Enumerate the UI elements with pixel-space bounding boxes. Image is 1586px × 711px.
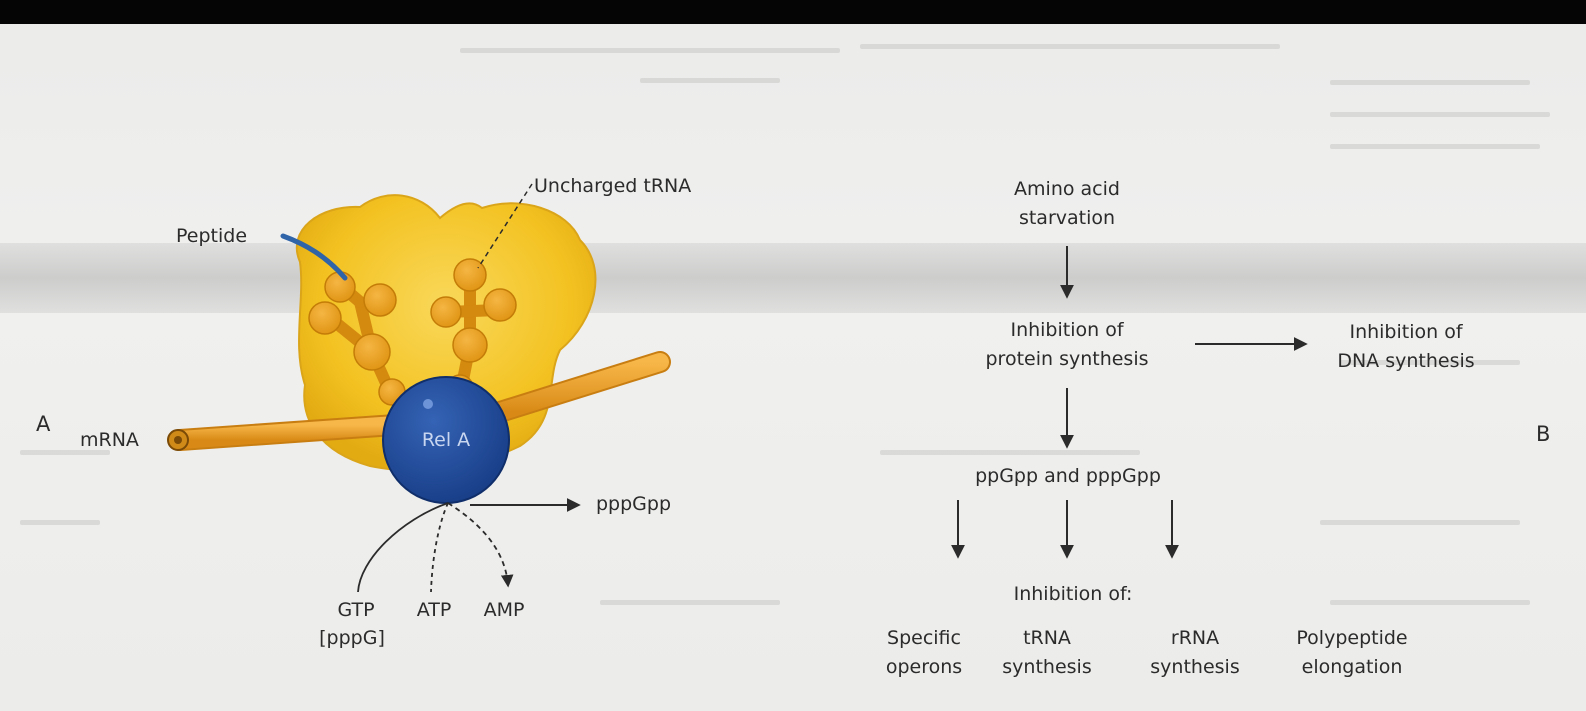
alarmones-label: ppGpp and pppGpp xyxy=(975,464,1161,488)
target-trna-synthesis-line1: tRNA xyxy=(1023,626,1071,650)
mrna-label: mRNA xyxy=(80,428,139,452)
atp-label: ATP xyxy=(417,598,452,622)
rela-label: Rel A xyxy=(422,428,470,452)
inhibition-of-label: Inhibition of: xyxy=(1014,582,1133,606)
target-trna-synthesis-line2: synthesis xyxy=(1002,655,1091,679)
gtp-label: GTP xyxy=(337,598,374,622)
uncharged-trna-label: Uncharged tRNA xyxy=(534,174,691,198)
panel-a-letter: A xyxy=(36,412,50,436)
peptide-label: Peptide xyxy=(176,224,247,248)
amp-label: AMP xyxy=(484,598,525,622)
rela-reaction-arrows xyxy=(358,503,578,592)
starvation-line1: Amino acid xyxy=(1014,177,1120,201)
target-rrna-synthesis-line2: synthesis xyxy=(1150,655,1239,679)
dna-inhibition-line2: DNA synthesis xyxy=(1337,349,1474,373)
pppg-label: [pppG] xyxy=(319,626,385,650)
flow-arrows xyxy=(958,246,1305,556)
target-polypeptide-elongation-line1: Polypeptide xyxy=(1296,626,1407,650)
target-polypeptide-elongation-line2: elongation xyxy=(1302,655,1403,679)
panel-b-letter: B xyxy=(1536,422,1550,446)
protein-inhibition-line1: Inhibition of xyxy=(1010,318,1123,342)
starvation-line2: starvation xyxy=(1019,206,1115,230)
target-specific-operons-line1: Specific xyxy=(887,626,961,650)
dna-inhibition-line1: Inhibition of xyxy=(1349,320,1462,344)
protein-inhibition-line2: protein synthesis xyxy=(985,347,1148,371)
target-specific-operons-line2: operons xyxy=(886,655,962,679)
target-rrna-synthesis-line1: rRNA xyxy=(1171,626,1219,650)
pppgpp-product-label: pppGpp xyxy=(596,492,671,516)
